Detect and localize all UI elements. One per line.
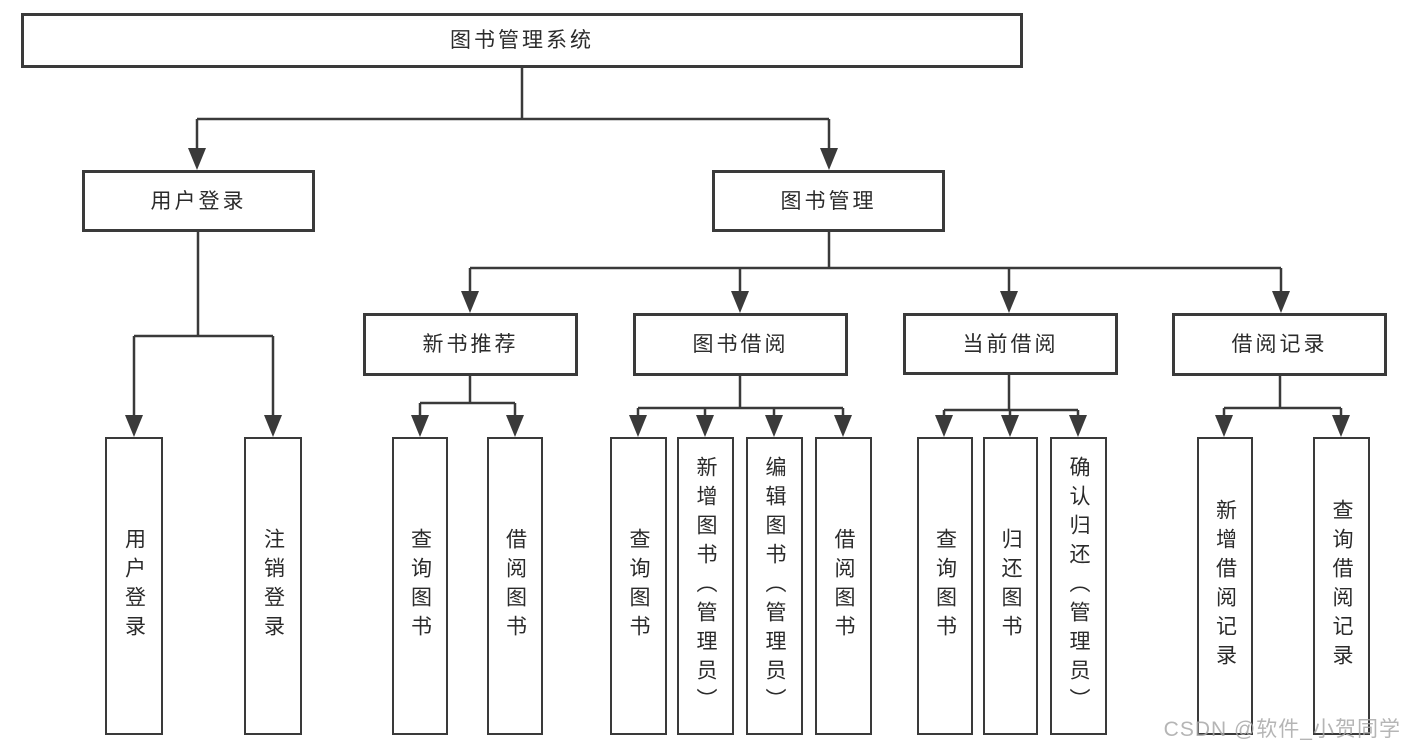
- leaf-borrow-book-1-label: 借阅图书: [503, 528, 527, 644]
- leaf-borrow-book-2-label: 借阅图书: [832, 528, 855, 644]
- node-current-borrow-label: 当前借阅: [962, 332, 1059, 356]
- leaf-confirm-return-admin-label: 确认归还（管理员）: [1067, 455, 1090, 717]
- node-new-book-recommend-label: 新书推荐: [422, 333, 519, 356]
- leaf-add-borrow-record-label: 新增借阅记录: [1213, 499, 1237, 673]
- node-book-management-label: 图书管理: [780, 189, 877, 213]
- leaf-logout-label: 注销登录: [261, 528, 285, 644]
- leaf-query-book-2-label: 查询图书: [627, 528, 650, 644]
- node-book-borrow-label: 图书借阅: [692, 333, 789, 356]
- node-library-management-system: 图书管理系统: [21, 13, 1023, 68]
- node-borrow-record-label: 借阅记录: [1231, 333, 1328, 356]
- node-user-login: 用户登录: [82, 170, 315, 232]
- leaf-query-book-3-label: 查询图书: [933, 528, 957, 644]
- node-library-management-system-label: 图书管理系统: [450, 29, 594, 52]
- leaf-add-borrow-record: 新增借阅记录: [1197, 437, 1253, 735]
- leaf-query-book-1: 查询图书: [392, 437, 448, 735]
- leaf-borrow-book-2: 借阅图书: [815, 437, 872, 735]
- leaf-borrow-book-1: 借阅图书: [487, 437, 543, 735]
- node-borrow-record: 借阅记录: [1172, 313, 1387, 376]
- leaf-return-book: 归还图书: [983, 437, 1038, 735]
- leaf-user-login: 用户登录: [105, 437, 163, 735]
- leaf-query-book-2: 查询图书: [610, 437, 667, 735]
- csdn-watermark: CSDN @软件_小贺同学: [1163, 718, 1401, 741]
- node-new-book-recommend: 新书推荐: [363, 313, 578, 376]
- leaf-add-book-admin-label: 新增图书（管理员）: [694, 455, 717, 717]
- leaf-confirm-return-admin: 确认归还（管理员）: [1050, 437, 1107, 735]
- leaf-edit-book-admin: 编辑图书（管理员）: [746, 437, 803, 735]
- leaf-user-login-label: 用户登录: [122, 528, 146, 644]
- node-book-borrow: 图书借阅: [633, 313, 848, 376]
- node-current-borrow: 当前借阅: [903, 313, 1118, 375]
- leaf-logout: 注销登录: [244, 437, 302, 735]
- leaf-add-book-admin: 新增图书（管理员）: [677, 437, 734, 735]
- leaf-query-borrow-record: 查询借阅记录: [1313, 437, 1370, 735]
- leaf-query-book-1-label: 查询图书: [408, 528, 432, 644]
- leaf-return-book-label: 归还图书: [999, 528, 1022, 644]
- leaf-query-borrow-record-label: 查询借阅记录: [1330, 499, 1353, 673]
- leaf-query-book-3: 查询图书: [917, 437, 973, 735]
- leaf-edit-book-admin-label: 编辑图书（管理员）: [763, 455, 786, 717]
- node-user-login-label: 用户登录: [150, 189, 247, 213]
- node-book-management: 图书管理: [712, 170, 945, 232]
